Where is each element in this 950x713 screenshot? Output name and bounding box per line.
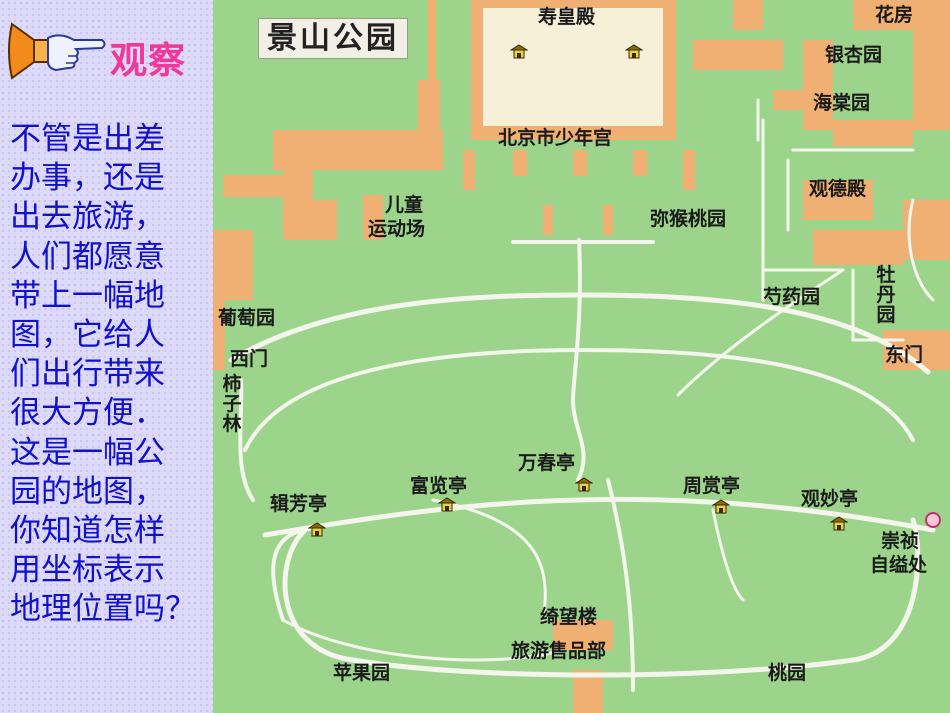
- pavilion-icon: [712, 499, 730, 514]
- body-line: 你知道怎样: [10, 513, 165, 550]
- shouhuangdian-courtyard: [483, 8, 663, 126]
- walkways: [228, 98, 936, 692]
- map-title: 景山公园: [258, 18, 408, 59]
- pavilion-icon: [625, 44, 643, 59]
- label-dongmen: 东门: [885, 344, 924, 366]
- label-ximen: 西门: [230, 348, 269, 370]
- pointing-hand-icon: [8, 22, 106, 80]
- body-line: 人们都愿意: [10, 238, 165, 275]
- label-ziyichu: 自缢处: [870, 554, 928, 576]
- body-text: 不管是出差 办事，还是 出去旅游， 人们都愿意 带上一幅地 图，它给人 们出行带…: [10, 120, 210, 630]
- heading: 观察: [110, 39, 186, 82]
- label-qiwanglou: 绮望楼: [540, 606, 598, 628]
- pavilion-icon: [510, 44, 528, 59]
- label-shouhuangdian: 寿皇殿: [538, 6, 596, 28]
- label-putaoyuan: 葡萄园: [218, 307, 276, 329]
- text-panel: 观察 不管是出差 办事，还是 出去旅游， 人们都愿意 带上一幅地 图，它给人 们…: [0, 0, 213, 713]
- body-line: 地理位置吗？: [10, 591, 196, 628]
- label-yinxingyuan: 银杏园: [825, 44, 883, 66]
- pavilion-icon: [830, 516, 848, 531]
- label-jifangting: 辑芳亭: [270, 493, 328, 515]
- label-haitangyuan: 海棠园: [813, 92, 871, 114]
- body-line: 出去旅游，: [10, 199, 165, 236]
- label-fulanting: 富览亭: [410, 475, 468, 497]
- label-wanchunting: 万春亭: [518, 452, 576, 474]
- label-yundongchang: 运动场: [368, 218, 426, 240]
- label-ertong: 儿童: [385, 194, 424, 216]
- label-zhoushangting: 周赏亭: [683, 475, 741, 497]
- label-shizilin: 柿子林: [222, 373, 242, 435]
- label-mudan: 牡丹园: [876, 264, 896, 326]
- label-mihoutaoyuan: 弥猴桃园: [650, 208, 727, 230]
- label-pingguoyuan: 苹果园: [333, 662, 391, 684]
- label-shoupinbu: 旅游售品部: [511, 640, 607, 662]
- location-marker-icon: [925, 512, 941, 528]
- body-line: 很大方便．: [10, 395, 165, 432]
- label-huafang: 花房: [875, 4, 914, 26]
- pavilion-icon: [575, 477, 593, 492]
- map-canvas: [213, 0, 950, 713]
- pavilion-icon: [438, 497, 456, 512]
- label-guandedian: 观德殿: [809, 178, 867, 200]
- label-guanmiaoting: 观妙亭: [801, 488, 859, 510]
- body-line: 园的地图，: [10, 473, 165, 510]
- park-map: 景山公园 寿皇殿 花房 银杏园 海棠园 北京市少年宫 观德殿 儿童 运动场 弥猴…: [213, 0, 950, 713]
- body-line: 办事，还是: [10, 160, 165, 197]
- pavilion-icon: [308, 522, 326, 537]
- label-chongzhen: 崇祯: [881, 530, 920, 552]
- label-shaoniangong: 北京市少年宫: [498, 127, 613, 149]
- label-shaoyaoyuan: 芍药园: [763, 286, 821, 308]
- body-line: 不管是出差: [10, 121, 165, 157]
- body-line: 们出行带来: [10, 356, 165, 393]
- body-line: 用坐标表示: [10, 552, 165, 589]
- body-line: 带上一幅地: [10, 277, 165, 314]
- label-taoyuan: 桃园: [768, 662, 807, 684]
- body-line: 图，它给人: [10, 317, 165, 354]
- body-line: 这是一幅公: [10, 434, 165, 471]
